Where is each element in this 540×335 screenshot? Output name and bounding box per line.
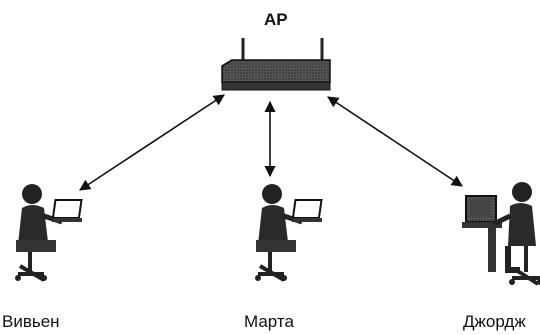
client-label-marta: Марта [244,312,294,331]
client-label-george: Джордж [463,312,526,331]
access-point-icon [221,38,331,91]
person-with-laptop-icon [15,184,83,282]
person-with-desktop-icon [462,182,540,286]
client-label-vivien: Вивьен [2,312,60,331]
link-ap-vivien [79,94,225,191]
link-ap-george [327,96,463,187]
access-point-label: AP [264,10,288,29]
person-with-laptop-icon [255,184,323,282]
